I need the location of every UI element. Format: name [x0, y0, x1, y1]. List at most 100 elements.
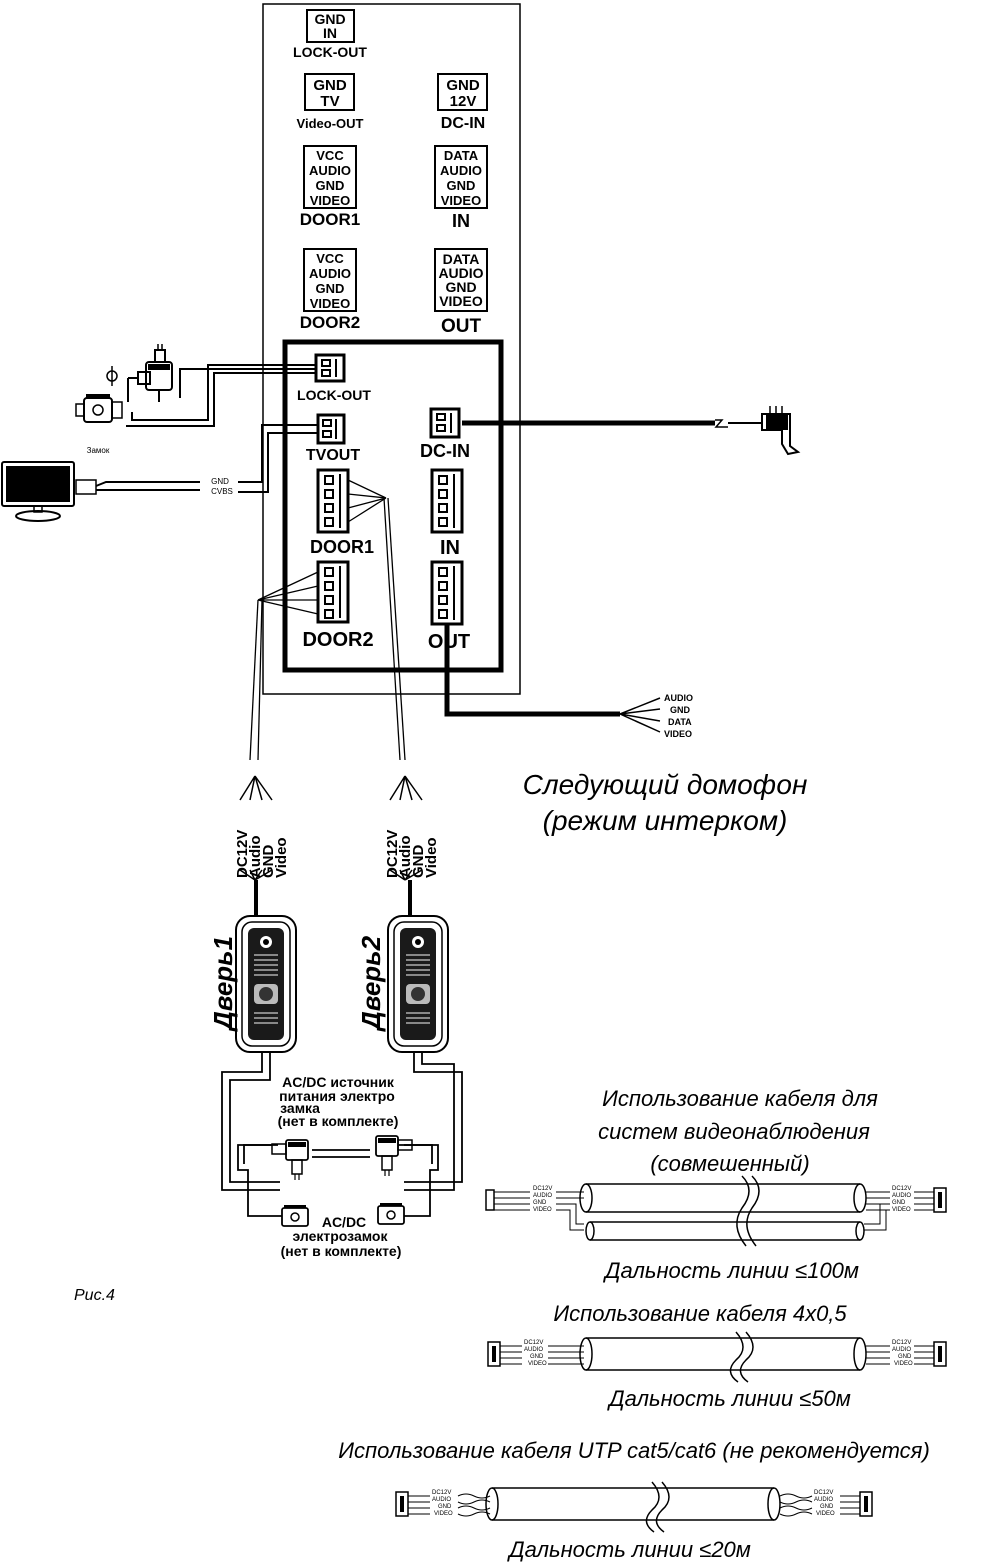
- cable-distance: Дальность линии ≤100м: [602, 1258, 859, 1283]
- cable-wire-label: GND: [438, 1504, 452, 1510]
- cable-wire-label: VIDEO: [894, 1361, 913, 1367]
- pin-label: GND: [314, 11, 345, 27]
- cable-wire-label: DC12V: [892, 1340, 911, 1346]
- monitor-wire-label: GND: [211, 477, 229, 486]
- cable-title: (совмешенный): [650, 1151, 809, 1176]
- next-intercom-label: Следующий домофон: [523, 769, 808, 800]
- pin-label: GND: [313, 77, 347, 94]
- connector-door2: VCC AUDIO GND VIDEO DOOR2: [300, 248, 360, 332]
- pin-label: AUDIO: [309, 163, 351, 178]
- cable-wire-label: DC12V: [524, 1340, 543, 1346]
- pin-label: GND: [445, 279, 476, 295]
- connector-label: OUT: [441, 316, 482, 337]
- lock-power-adapter-icon: [375, 1135, 413, 1176]
- figure-label: Рис.4: [74, 1287, 115, 1304]
- power-plug-icon: [761, 406, 801, 456]
- cable-wire-label: GND: [898, 1354, 912, 1360]
- jack-tv-out: TVOUT: [306, 413, 360, 464]
- cable-wire-label: VIDEO: [434, 1511, 453, 1517]
- jack-dc-in: DC-IN: [420, 407, 470, 461]
- cable-wire-label: AUDIO: [892, 1193, 911, 1199]
- psu-label: (нет в комплекте): [278, 1113, 399, 1129]
- jack-lock-out: LOCK-OUT: [297, 353, 371, 403]
- cable-wire-label: VIDEO: [528, 1361, 547, 1367]
- rear-panel: GND IN LOCK-OUT GND TV Video-OUT GND 12V…: [262, 3, 521, 695]
- door-wire-label: DC12V: [234, 830, 251, 878]
- lock-label: Замок: [87, 446, 110, 455]
- cable-distance: Дальность линии ≤20м: [506, 1537, 751, 1562]
- connector-dc-in: GND 12V DC-IN: [437, 73, 488, 132]
- connector-video-out: GND TV Video-OUT: [297, 73, 364, 131]
- board-label: TVOUT: [306, 447, 360, 464]
- door1-label: Дверь1: [208, 936, 238, 1032]
- cable-wire-label: DC12V: [432, 1490, 451, 1496]
- cable-wire-label: DC12V: [814, 1490, 833, 1496]
- lock-power-adapter-icon: [271, 1139, 309, 1180]
- cable-title: Использование кабеля 4x0,5: [553, 1301, 847, 1326]
- psu-label: замка: [280, 1100, 320, 1116]
- door-wire-label: Audio: [247, 836, 264, 879]
- pin-label: GND: [316, 178, 345, 193]
- lock-power-adapter-icon: [128, 344, 173, 402]
- cable-wire-label: AUDIO: [892, 1347, 911, 1353]
- cable-wire-label: DC12V: [533, 1186, 552, 1192]
- electric-lock-icon: [377, 1203, 405, 1225]
- cable-title: Использование кабеля для: [602, 1086, 878, 1111]
- board-label: IN: [440, 537, 460, 559]
- connector-lock-out: GND IN LOCK-OUT: [293, 9, 367, 60]
- pin-label: AUDIO: [438, 265, 483, 281]
- pin-label: IN: [323, 25, 337, 41]
- door-wire-label: Video: [423, 837, 440, 878]
- out-wire-label: DATA: [668, 717, 692, 727]
- pin-label: DATA: [443, 251, 480, 267]
- pin-label: VIDEO: [310, 296, 350, 311]
- connector-in: DATA AUDIO GND VIDEO IN: [434, 145, 488, 231]
- out-wire-label: GND: [670, 705, 691, 715]
- jack-door1: DOOR1: [310, 468, 374, 557]
- cable-4x05: Использование кабеля 4x0,5 DC12V AUDIO G…: [487, 1301, 947, 1411]
- cable-wire-label: GND: [892, 1200, 906, 1206]
- cable-title: систем видеонаблюдения: [598, 1119, 870, 1144]
- door-wiring: DC12V Audio GND Video DC12V Audio GND Vi…: [234, 479, 440, 916]
- monitor-icon: [1, 461, 97, 522]
- pin-label: GND: [447, 178, 476, 193]
- connector-label: LOCK-OUT: [293, 44, 367, 60]
- pin-label: GND: [446, 77, 480, 94]
- pin-label: VIDEO: [439, 293, 483, 309]
- jack-door2: DOOR2: [302, 560, 374, 651]
- elock-label: AC/DC: [322, 1214, 366, 1230]
- pin-label: TV: [320, 93, 339, 110]
- cable-wire-label: AUDIO: [432, 1497, 451, 1503]
- door-wire-label: GND: [410, 845, 427, 879]
- jack-in: IN: [430, 468, 464, 559]
- board-label: LOCK-OUT: [297, 387, 371, 403]
- cable-wire-label: GND: [820, 1504, 834, 1510]
- cable-distance: Дальность линии ≤50м: [606, 1386, 851, 1411]
- electric-lock-icon: [75, 394, 123, 423]
- connector-label: IN: [452, 211, 470, 231]
- connector-label: DOOR2: [300, 313, 360, 332]
- dc-power-cord: [462, 406, 801, 456]
- pin-label: DATA: [444, 148, 479, 163]
- cable-wire-label: AUDIO: [533, 1193, 552, 1199]
- board-label: DC-IN: [420, 441, 470, 461]
- connector-out: DATA AUDIO GND VIDEO OUT: [434, 248, 488, 337]
- cable-wire-label: VIDEO: [816, 1511, 835, 1517]
- out-wire-label: VIDEO: [664, 729, 692, 739]
- pin-label: VIDEO: [441, 193, 481, 208]
- psu-label: AC/DC источник: [282, 1074, 395, 1090]
- door-wire-label: DC12V: [384, 830, 401, 878]
- cable-title: Использование кабеля UTP cat5/cat6 (не р…: [338, 1438, 930, 1463]
- cable-wire-label: AUDIO: [814, 1497, 833, 1503]
- pin-label: VIDEO: [310, 193, 350, 208]
- psu-label: питания электро: [279, 1088, 395, 1104]
- connector-label: DC-IN: [441, 115, 485, 132]
- connector-label: DOOR1: [300, 210, 360, 229]
- board-label: DOOR2: [302, 629, 373, 651]
- connector-door1: VCC AUDIO GND VIDEO DOOR1: [300, 145, 360, 229]
- door2-panel: [387, 915, 449, 1053]
- elock-label: электрозамок: [293, 1228, 389, 1244]
- pin-label: VCC: [316, 148, 344, 163]
- door-wire-label: GND: [260, 845, 277, 879]
